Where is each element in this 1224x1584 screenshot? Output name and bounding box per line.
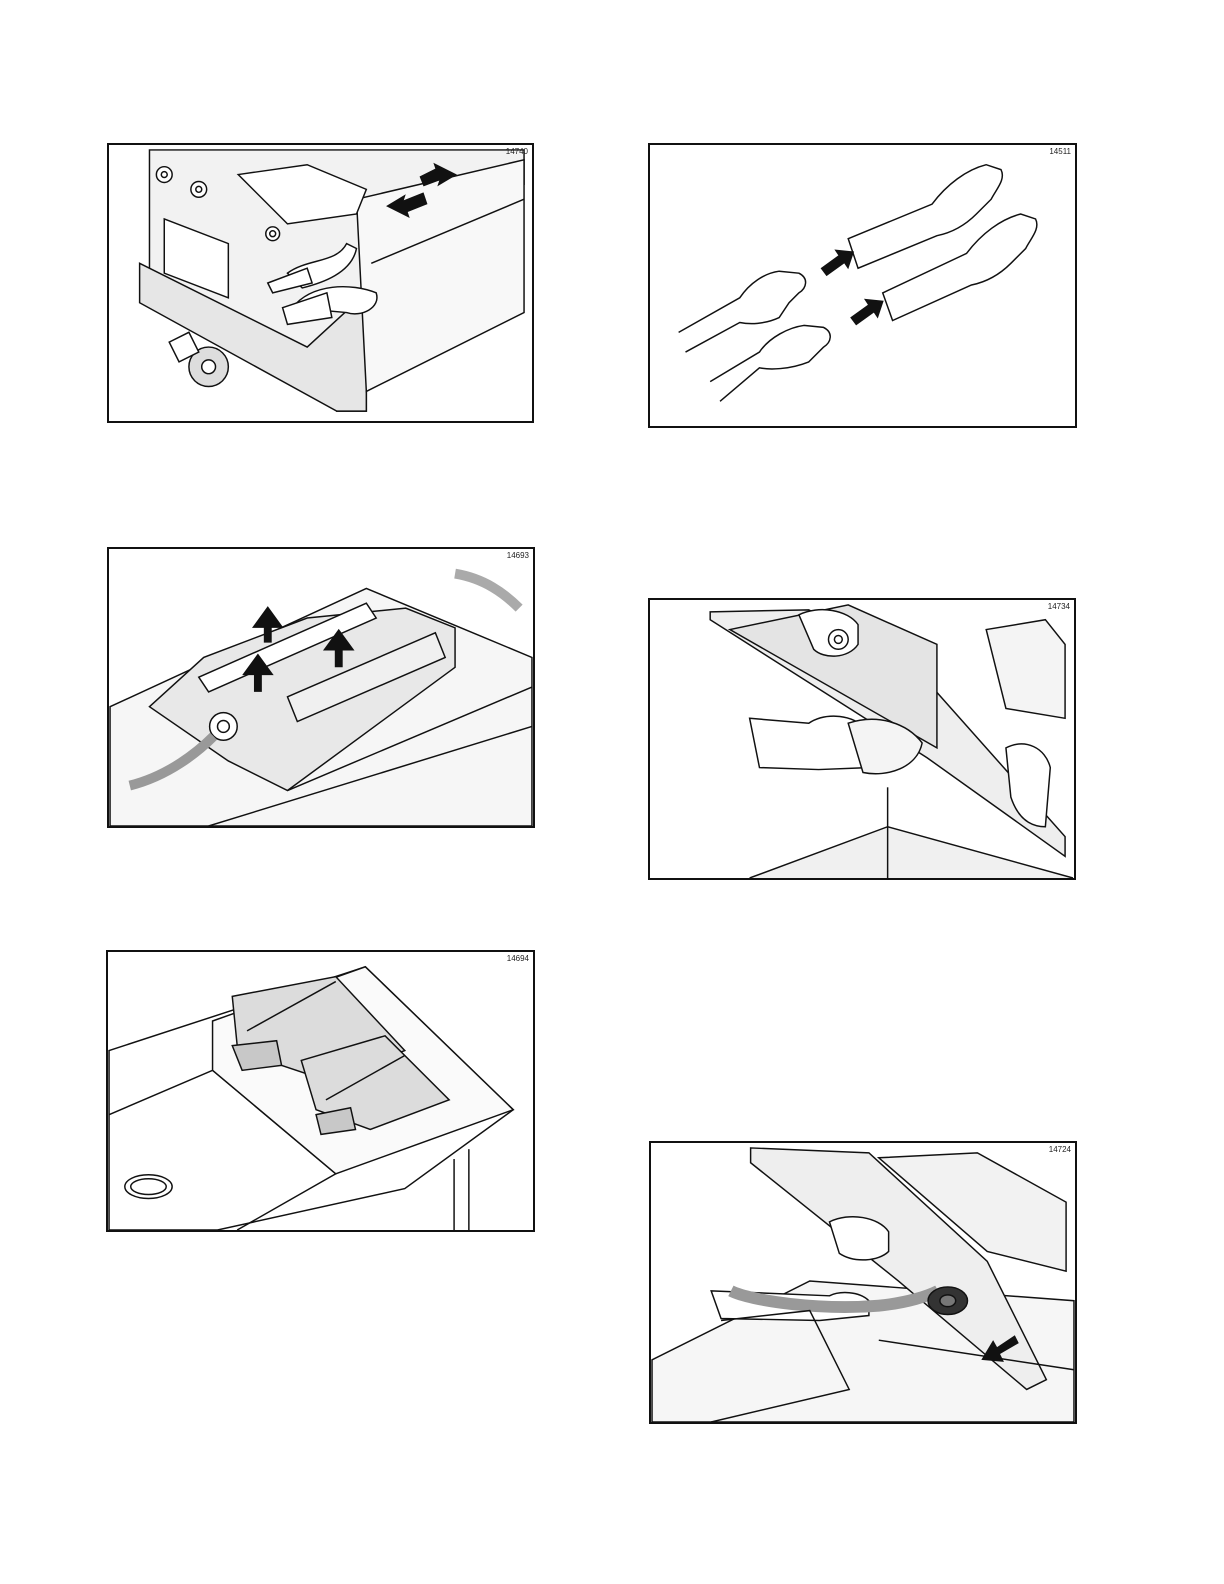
illustration-gloves xyxy=(650,145,1075,426)
figure-number: 14693 xyxy=(507,551,529,560)
figure-lift-covers: 14693 xyxy=(107,547,535,828)
figure-number: 14740 xyxy=(506,147,528,156)
illustration-wipe-platen xyxy=(650,600,1074,878)
figure-number: 14734 xyxy=(1048,602,1070,611)
figure-release-sheets: 14694 xyxy=(106,950,535,1232)
illustration-lift-covers xyxy=(109,549,533,826)
figure-wipe-platen: 14734 xyxy=(648,598,1076,880)
illustration-drawer-slide xyxy=(109,145,532,421)
figure-number: 14694 xyxy=(507,954,529,963)
figure-number: 14511 xyxy=(1049,147,1071,156)
figure-gloves: 14511 xyxy=(648,143,1077,428)
figure-insert-hose: 14724 xyxy=(649,1141,1077,1424)
illustration-insert-hose xyxy=(651,1143,1075,1422)
illustration-release-sheets xyxy=(108,952,533,1230)
figure-number: 14724 xyxy=(1049,1145,1071,1154)
figure-drawer-slide: 14740 xyxy=(107,143,534,423)
